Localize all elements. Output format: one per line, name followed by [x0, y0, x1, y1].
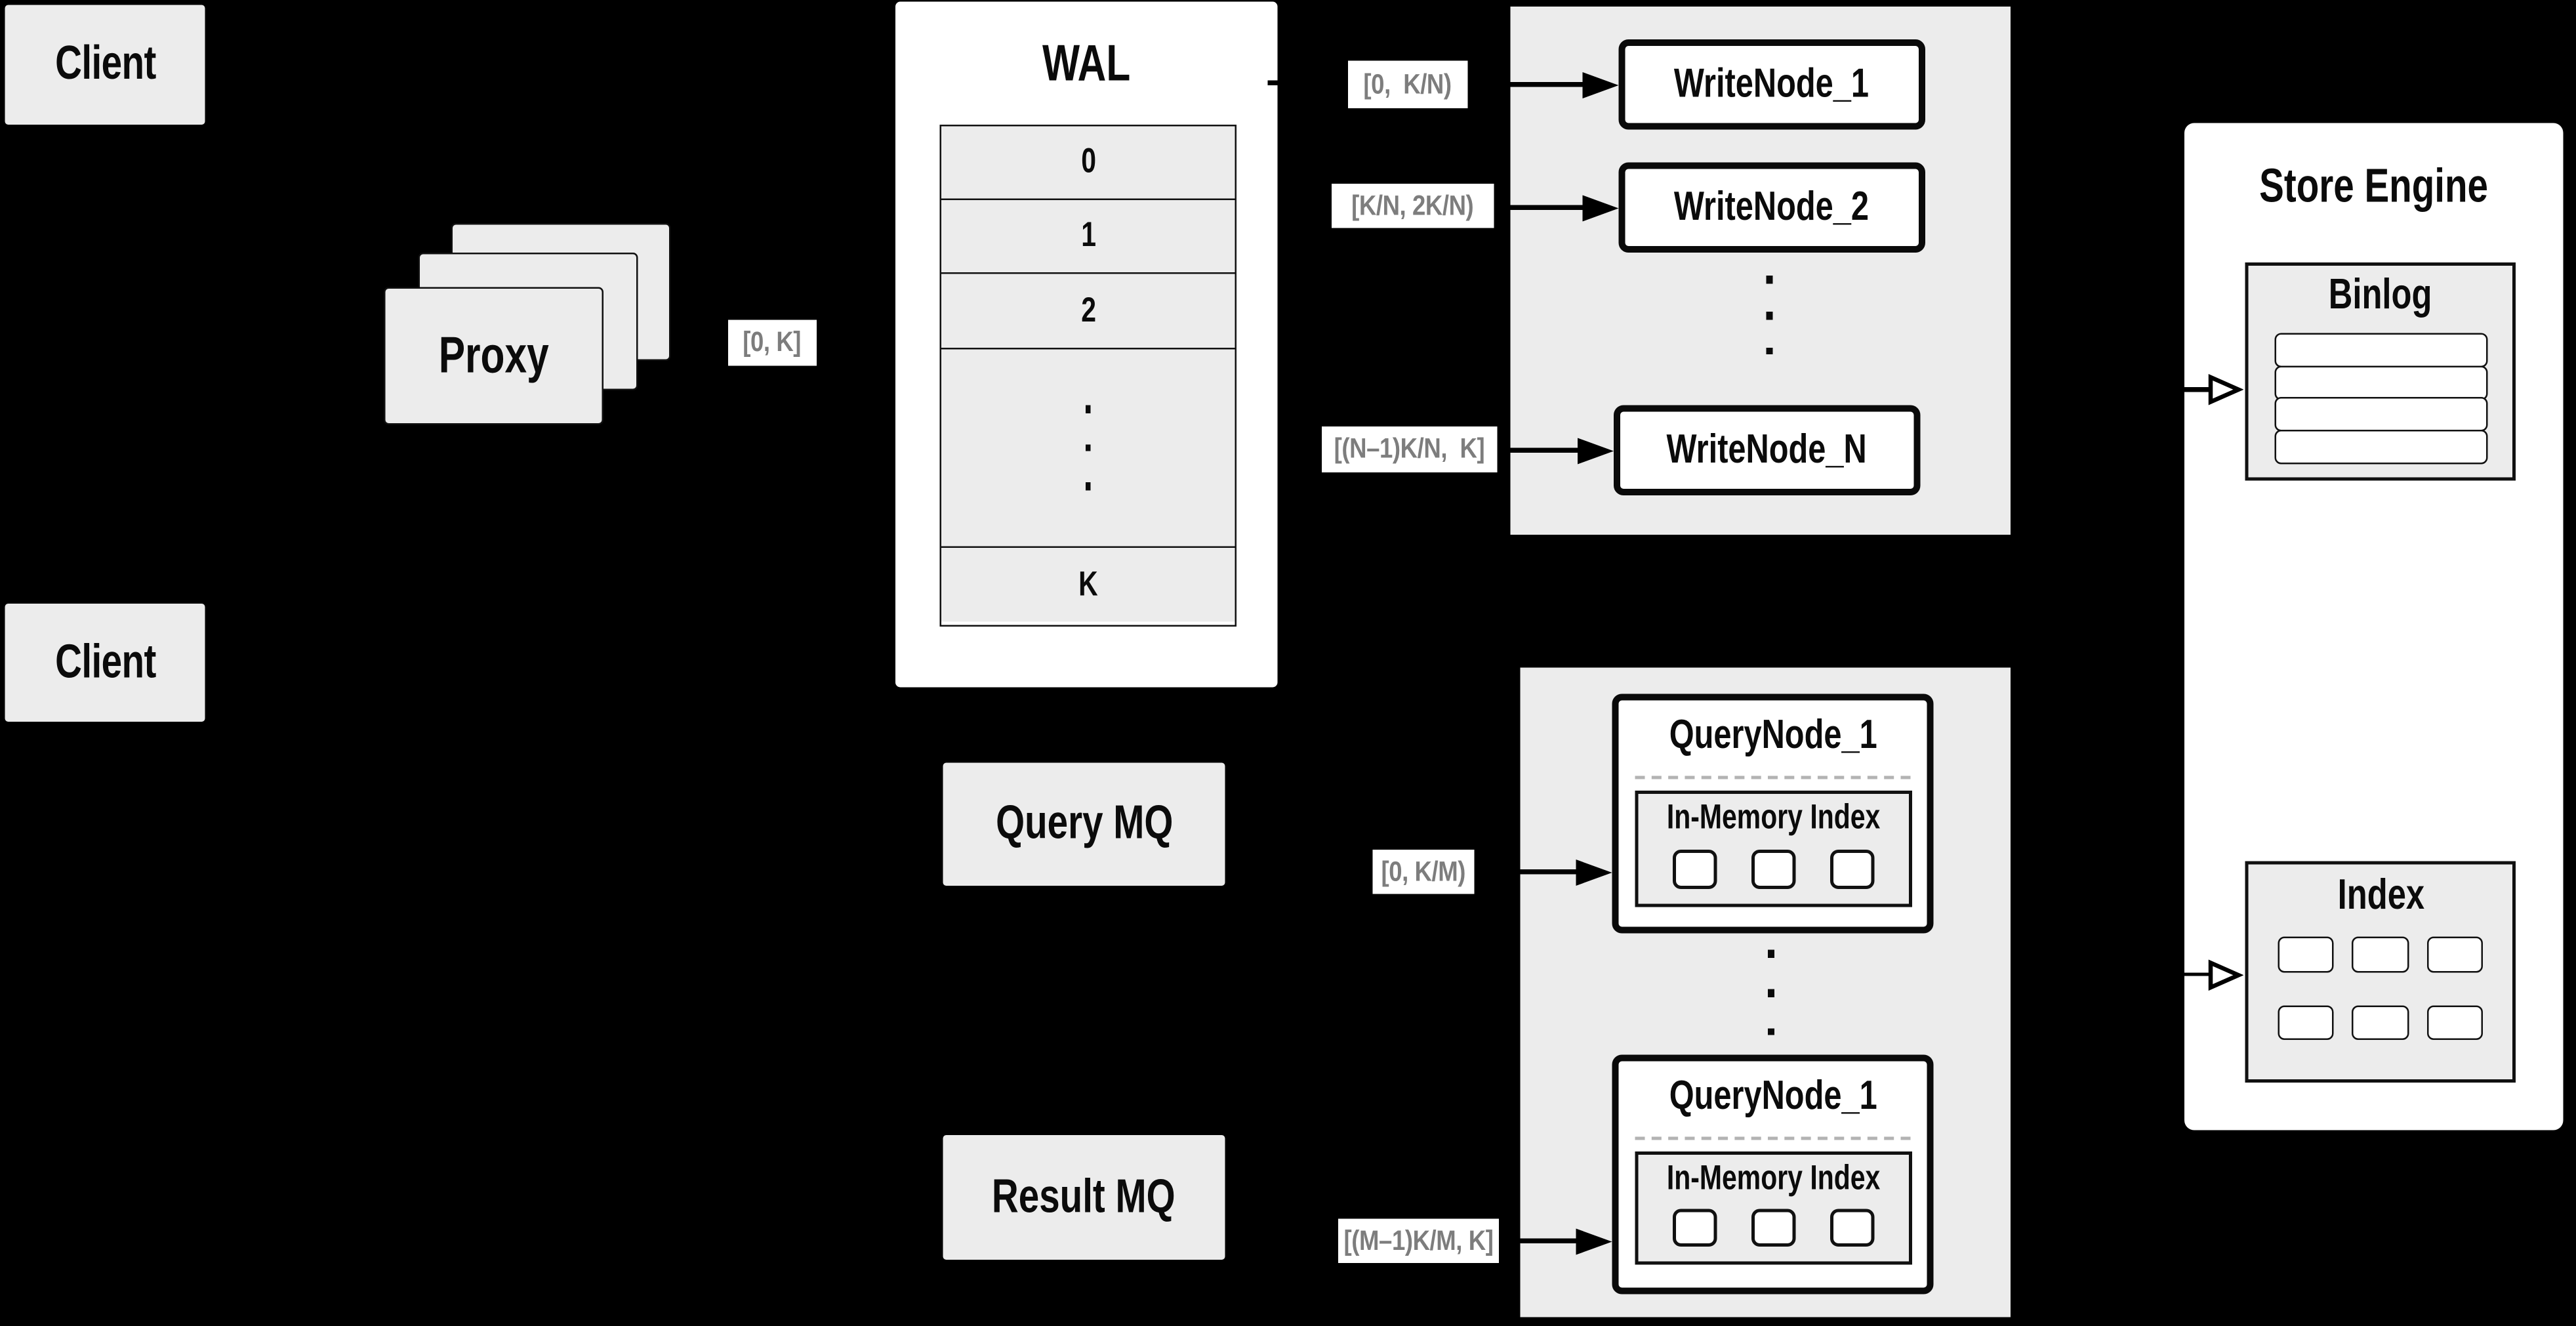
wal-row-label: K [1078, 565, 1098, 603]
proxy-card-front: Proxy [384, 287, 603, 425]
in-memory-cell [1671, 1209, 1717, 1247]
query-node-divider [1635, 776, 1911, 779]
store-engine-title: Store Engine [2259, 159, 2489, 213]
arrow-shaft [1510, 447, 1580, 453]
query-node-title: QueryNode_1 [1669, 1071, 1877, 1118]
query-node-top: QueryNode_1 In-Memory Index [1612, 694, 1934, 934]
client-label: Client [54, 635, 155, 688]
wal-row-label: 2 [1080, 291, 1096, 329]
edge-label-writenode-2: [K/N, 2K/N) [1332, 184, 1494, 228]
index-cell [2277, 936, 2335, 972]
edge-label-writenode-1: [0, K/N) [1348, 60, 1468, 108]
index-cell [2352, 1005, 2409, 1040]
index-cells [2249, 936, 2513, 1040]
wal-row-label: 0 [1080, 142, 1096, 181]
query-node-bottom: QueryNode_1 In-Memory Index [1612, 1054, 1934, 1295]
arrowhead-solid-icon [1576, 858, 1612, 885]
vertical-ellipsis-icon [1085, 404, 1092, 491]
query-group-panel: QueryNode_1 In-Memory Index QueryNode_1 [1520, 667, 2011, 1317]
vertical-ellipsis-icon [1768, 949, 1774, 1036]
index-cell [2352, 936, 2409, 972]
vertical-ellipsis-icon [1766, 276, 1772, 355]
arrowhead-solid-icon [1582, 71, 1619, 98]
wal-row: 0 [941, 126, 1235, 200]
arrowhead-solid-icon [1576, 1228, 1612, 1254]
write-group-panel: WriteNode_1 WriteNode_2 WriteNode_N [1510, 7, 2011, 535]
edge-label-querynode-m: [(M–1)K/M, K] [1338, 1218, 1499, 1263]
query-node-divider [1635, 1136, 1911, 1140]
in-memory-index-box: In-Memory Index [1634, 1151, 1912, 1265]
binlog-title: Binlog [2328, 268, 2432, 318]
wal-panel: WAL 0 1 2 K [895, 1, 1281, 688]
client-box-bottom: Client [5, 604, 205, 722]
edge-label-writenode-n: [(N–1)K/N, K] [1322, 426, 1498, 472]
write-node-n: WriteNode_N [1614, 405, 1921, 495]
in-memory-cell [1750, 1209, 1795, 1247]
query-mq-label: Query MQ [995, 797, 1173, 850]
wal-row-label: 1 [1080, 217, 1096, 255]
result-mq-label: Result MQ [992, 1170, 1176, 1223]
arrow-shaft [2184, 972, 2211, 977]
write-node-2: WriteNode_2 [1618, 162, 1925, 253]
arrowhead-hollow-icon [2208, 374, 2243, 405]
arrow-shaft [1510, 82, 1584, 87]
binlog-box: Binlog [2245, 262, 2516, 481]
binlog-row [2274, 397, 2487, 432]
binlog-row [2274, 365, 2487, 400]
wal-title: WAL [1042, 34, 1131, 93]
arrow-shaft [1510, 205, 1584, 210]
edge-label-querynode-1: [0, K/M) [1372, 850, 1475, 894]
arrow-shaft [1520, 869, 1578, 875]
client-label: Client [54, 37, 155, 91]
wal-table: 0 1 2 K [939, 125, 1237, 627]
index-cell [2277, 1005, 2335, 1040]
index-box: Index [2245, 861, 2516, 1083]
proxy-label: Proxy [438, 326, 549, 384]
index-cell [2426, 936, 2484, 972]
wal-row: 2 [941, 274, 1235, 350]
query-mq-box: Query MQ [943, 762, 1225, 886]
arrow-shaft [1520, 1238, 1578, 1243]
binlog-row [2274, 333, 2487, 368]
wal-edge-connector-stub [1267, 79, 1281, 85]
in-memory-cell [1829, 850, 1874, 889]
in-memory-cell [1750, 850, 1795, 889]
binlog-rows [2274, 333, 2487, 464]
index-title: Index [2337, 868, 2424, 918]
in-memory-index-title: In-Memory Index [1666, 798, 1880, 837]
wal-row: 1 [941, 200, 1235, 274]
in-memory-cells [1637, 1209, 1908, 1247]
wal-row-ellipsis [941, 349, 1235, 548]
arrowhead-solid-icon [1582, 194, 1619, 221]
arrowhead-hollow-icon [2208, 959, 2243, 991]
in-memory-cells [1637, 850, 1908, 889]
in-memory-index-box: In-Memory Index [1634, 791, 1912, 907]
edge-label-proxy-wal: [0, K] [728, 320, 817, 366]
index-cell [2426, 1005, 2484, 1040]
result-mq-box: Result MQ [943, 1135, 1225, 1260]
in-memory-cell [1829, 1209, 1874, 1247]
arrow-shaft [2184, 387, 2211, 392]
client-box-top: Client [5, 5, 205, 125]
proxy-stack: Proxy [384, 223, 671, 426]
query-node-title: QueryNode_1 [1669, 711, 1877, 757]
store-engine-panel: Store Engine Binlog Index [2184, 123, 2564, 1130]
write-node-1: WriteNode_1 [1618, 39, 1925, 130]
binlog-row [2274, 428, 2487, 464]
arrowhead-solid-icon [1578, 437, 1614, 464]
wal-row: K [941, 548, 1235, 622]
in-memory-cell [1671, 850, 1717, 889]
in-memory-index-title: In-Memory Index [1666, 1159, 1880, 1197]
